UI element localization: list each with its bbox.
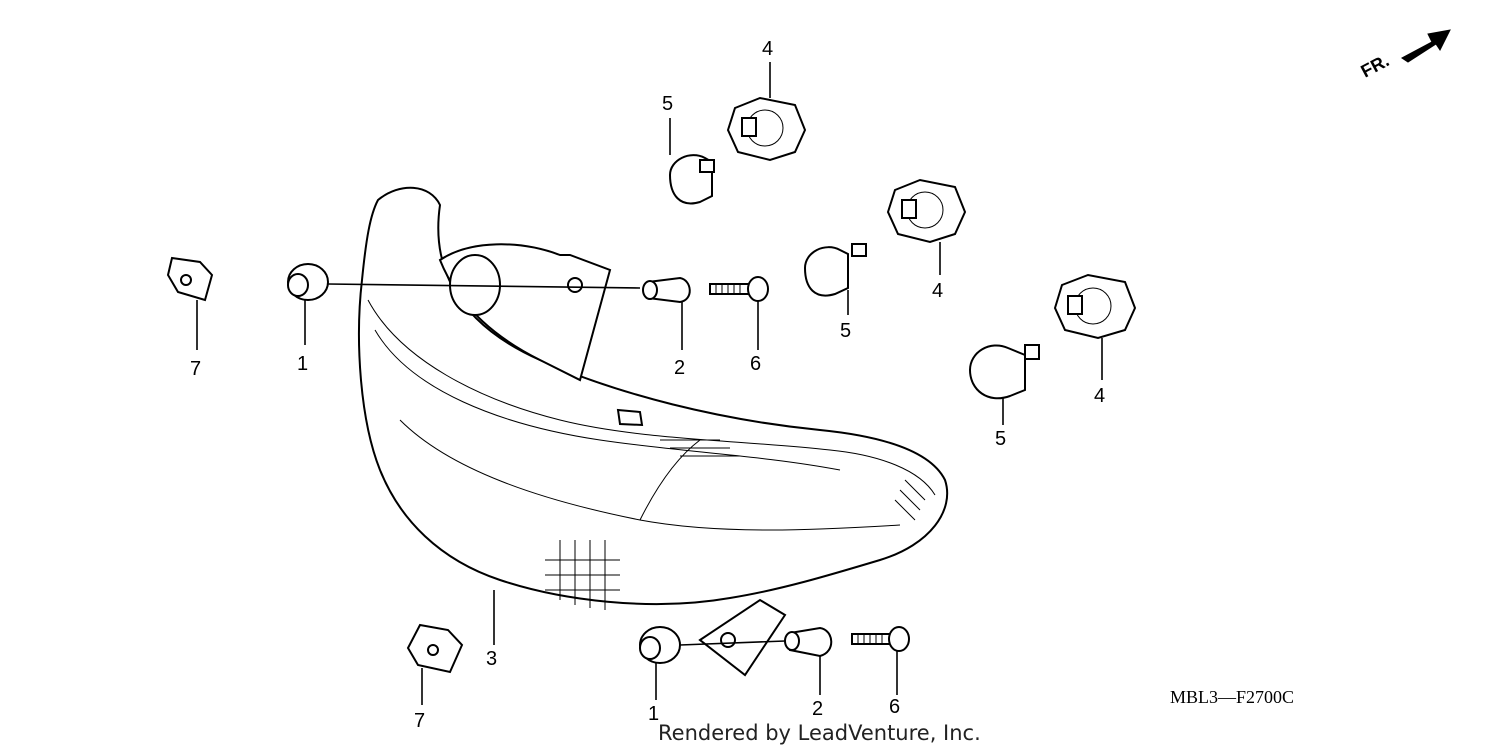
screw-lower xyxy=(851,626,910,652)
socket-lower xyxy=(1053,273,1137,340)
collar-upper xyxy=(642,276,691,304)
callout-5-middle: 5 xyxy=(840,320,851,342)
tail-lamp-housing xyxy=(358,186,949,677)
front-direction-indicator: FR. xyxy=(1357,29,1451,82)
bulb-middle xyxy=(803,243,867,297)
callout-1-lower: 1 xyxy=(648,703,659,725)
callout-2-lower: 2 xyxy=(812,698,823,720)
callout-4-middle: 4 xyxy=(932,280,943,302)
clip-lower xyxy=(406,623,464,674)
callout-4-lower: 4 xyxy=(1094,385,1105,407)
credit-text: Rendered by LeadVenture, Inc. xyxy=(658,721,981,745)
leader-lines xyxy=(196,62,1103,705)
callout-3: 3 xyxy=(486,648,497,670)
grommet-lower xyxy=(639,626,681,664)
diagram-code: MBL3—F2700C xyxy=(1170,687,1294,707)
callout-6-lower: 6 xyxy=(889,696,900,718)
callout-7-upper: 7 xyxy=(190,358,201,380)
front-arrow-icon xyxy=(1401,29,1451,63)
collar-lower xyxy=(784,626,833,658)
clip-upper xyxy=(166,256,214,302)
callout-labels: 7 1 2 6 3 7 1 2 6 5 4 4 5 4 5 xyxy=(190,38,1105,732)
bulb-lower xyxy=(968,344,1040,400)
socket-middle xyxy=(886,178,967,244)
callout-6-upper: 6 xyxy=(750,353,761,375)
front-label: FR. xyxy=(1357,50,1392,81)
socket-top xyxy=(726,96,807,162)
callout-5-top: 5 xyxy=(662,93,673,115)
callout-4-top: 4 xyxy=(762,38,773,60)
bulb-top xyxy=(668,154,715,205)
grommet-upper xyxy=(287,263,329,301)
callout-7-lower: 7 xyxy=(414,710,425,732)
callout-1-upper: 1 xyxy=(297,353,308,375)
screw-upper xyxy=(709,276,769,302)
callout-2-upper: 2 xyxy=(674,357,685,379)
callout-5-lower: 5 xyxy=(995,428,1006,450)
